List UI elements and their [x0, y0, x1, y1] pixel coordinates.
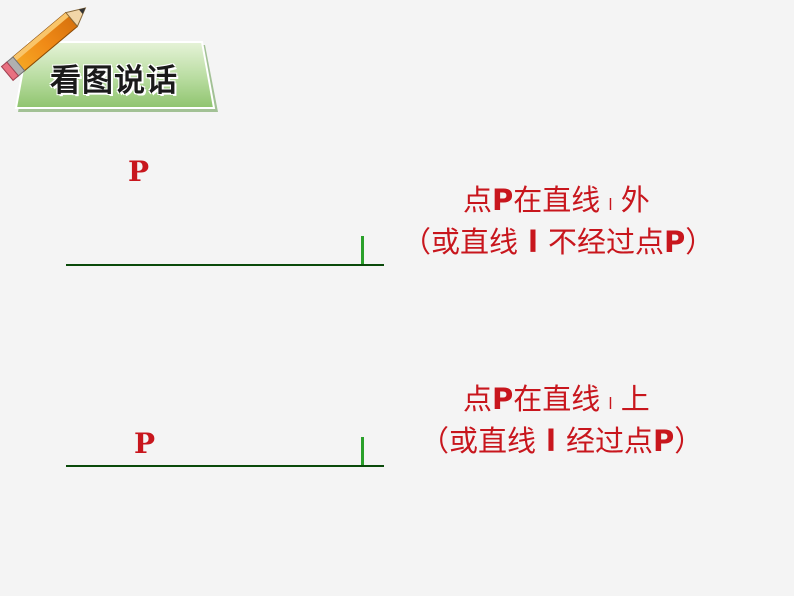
caption-point: P [652, 424, 675, 458]
caption-text: （或直线 [420, 424, 537, 458]
line-label-l [361, 236, 364, 264]
point-label: P [128, 155, 150, 188]
caption-text: 不经过点 [547, 225, 664, 259]
caption-point: P [492, 183, 514, 217]
point-label: P [134, 427, 156, 460]
caption-text: 在直线 [513, 382, 601, 416]
caption-line-symbol: l [528, 225, 538, 259]
caption-text: ） [685, 225, 715, 259]
caption-line-symbol: l [608, 394, 613, 413]
caption-line-symbol: l [608, 195, 613, 214]
caption-line-2: （或直线 l 不经过点P） [402, 224, 714, 260]
pencil-icon [0, 7, 87, 82]
caption-text: ） [674, 424, 704, 458]
caption-text: 在直线 [513, 183, 601, 217]
caption-text: 上 [620, 382, 650, 416]
caption-text: 点 [463, 382, 493, 416]
line-label-l [361, 437, 364, 465]
caption-text: 外 [620, 183, 650, 217]
caption-point: P [492, 382, 514, 416]
header-badge: 看图说话 [0, 0, 225, 115]
caption-point: P [663, 225, 686, 259]
caption-text: 经过点 [565, 424, 653, 458]
straight-line [66, 264, 384, 266]
caption-text: 点 [463, 183, 493, 217]
header-title: 看图说话 [50, 63, 178, 99]
caption-line-2: （或直线 l 经过点P） [420, 423, 703, 459]
header-badge-shape [0, 7, 218, 112]
caption-line-symbol: l [546, 424, 556, 458]
caption-text: （或直线 [402, 225, 519, 259]
straight-line [66, 465, 384, 467]
